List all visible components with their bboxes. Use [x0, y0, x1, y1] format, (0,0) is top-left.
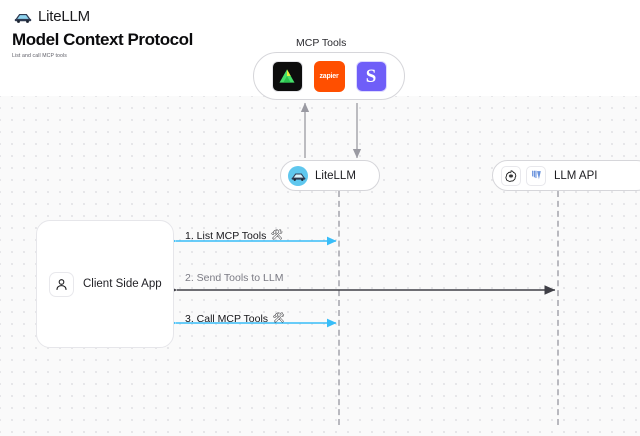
slack-label: S	[365, 65, 377, 87]
step-label-1: 1. List MCP Tools 🛠	[185, 230, 283, 242]
page-title: Model Context Protocol	[12, 30, 193, 49]
step-label-3: 3. Call MCP Tools 🛠	[185, 313, 285, 325]
step-label-1-text: 1. List MCP Tools	[185, 230, 267, 242]
mcp-tools-group[interactable]: zapier S	[253, 52, 405, 100]
node-llm-api[interactable]: LLM API	[492, 160, 640, 191]
mcp-tools-group-label: MCP Tools	[296, 37, 347, 49]
litellm-logo-icon	[14, 13, 32, 23]
step-label-3-text: 3. Call MCP Tools	[185, 313, 269, 325]
user-icon	[49, 271, 74, 297]
node-litellm[interactable]: LiteLLM	[280, 160, 380, 191]
lifeline-llm-api	[557, 191, 559, 425]
node-litellm-label: LiteLLM	[315, 169, 356, 182]
triangle-dark-tool-icon[interactable]	[271, 60, 303, 92]
zapier-label: zapier	[319, 72, 339, 80]
vllm-glyph	[531, 170, 541, 180]
lifeline-litellm	[338, 191, 340, 425]
tools-icon: 🛠	[272, 313, 285, 324]
litellm-avatar-icon	[288, 165, 308, 186]
brand-name: LiteLLM	[38, 8, 90, 25]
zapier-tool-icon[interactable]: zapier	[313, 60, 345, 92]
vllm-icon	[526, 165, 546, 186]
tools-icon: 🛠	[270, 230, 284, 241]
brand[interactable]: LiteLLM	[14, 8, 90, 25]
page-subtitle: List and call MCP tools	[12, 53, 67, 59]
slack-tool-icon[interactable]: S	[355, 60, 387, 92]
node-client-side-app[interactable]: Client Side App	[36, 220, 174, 348]
step-label-2: 2. Send Tools to LLM	[185, 272, 283, 284]
step-label-2-text: 2. Send Tools to LLM	[185, 272, 284, 284]
node-client-side-app-label: Client Side App	[83, 278, 162, 290]
litellm-avatar-glyph	[291, 173, 305, 181]
node-llm-api-label: LLM API	[554, 169, 598, 182]
openai-glyph	[505, 169, 517, 182]
user-glyph	[56, 278, 67, 290]
triangle-glyph	[279, 69, 295, 83]
openai-icon	[501, 165, 521, 186]
